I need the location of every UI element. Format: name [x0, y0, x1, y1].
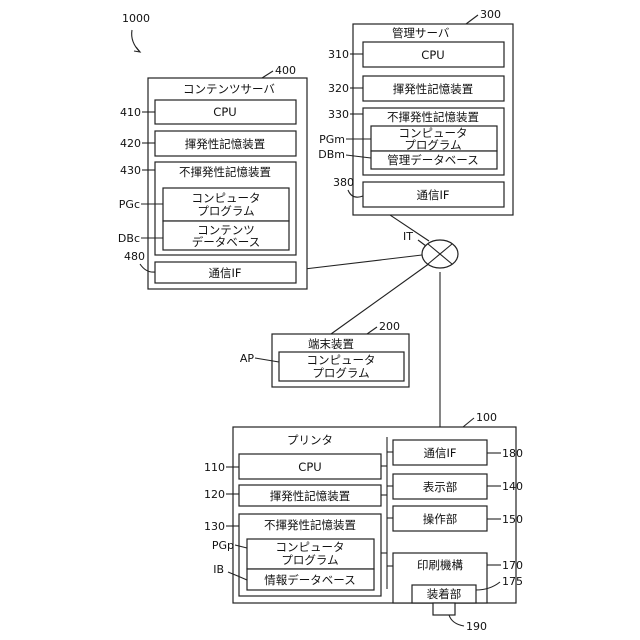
link-content-server	[296, 255, 422, 270]
terminal-title: 端末装置	[308, 337, 354, 351]
management-program-line2: プログラム	[404, 138, 461, 152]
terminal-program-line1: コンピュータ	[307, 353, 376, 367]
network-leader	[418, 240, 426, 246]
printer-database-ref: IB	[213, 563, 224, 576]
management-program-ref: PGm	[319, 133, 345, 146]
management-volatile-ref: 320	[328, 82, 349, 95]
management-comm-if-ref: 380	[333, 176, 354, 189]
system-ref-leader	[132, 30, 140, 52]
network-label: IT	[403, 230, 413, 243]
printer-program-line1: コンピュータ	[276, 540, 345, 554]
content-database-line2: データベース	[192, 235, 260, 249]
management-server-ref: 300	[480, 8, 501, 21]
system-ref: 1000	[122, 12, 150, 25]
content-nonvolatile-label: 不揮発性記憶装置	[179, 165, 271, 179]
content-cpu-label: CPU	[213, 105, 236, 119]
printer-cpu-ref: 110	[204, 461, 225, 474]
content-comm-if-ref: 480	[124, 250, 145, 263]
management-volatile-label: 揮発性記憶装置	[393, 82, 474, 96]
printer-display-ref: 140	[502, 480, 523, 493]
printer-cartridge	[433, 603, 455, 615]
printer-operation-ref: 150	[502, 513, 523, 526]
management-server: 管理サーバ 300 CPU 310 揮発性記憶装置 320 不揮発性記憶装置 3…	[318, 8, 513, 215]
printer-program-line2: プログラム	[281, 553, 338, 567]
printer-cartridge-ref: 190	[466, 620, 487, 633]
content-volatile-label: 揮発性記憶装置	[185, 137, 266, 151]
printer-cpu-label: CPU	[298, 460, 321, 474]
terminal-ref: 200	[379, 320, 400, 333]
management-cpu-label: CPU	[421, 48, 444, 62]
content-program-line1: コンピュータ	[192, 191, 261, 205]
printer-nonvolatile-label: 不揮発性記憶装置	[264, 518, 356, 532]
printer-comm-if-label: 通信IF	[423, 446, 456, 460]
printer-comm-if-ref: 180	[502, 447, 523, 460]
printer-volatile-label: 揮発性記憶装置	[270, 489, 351, 503]
content-server: コンテンツサーバ 400 CPU 410 揮発性記憶装置 420 不揮発性記憶装…	[118, 64, 307, 289]
printer-mount-label: 装着部	[427, 587, 462, 601]
content-server-ref: 400	[275, 64, 296, 77]
printer-nonvolatile-ref: 130	[204, 520, 225, 533]
management-cpu-ref: 310	[328, 48, 349, 61]
content-server-title: コンテンツサーバ	[183, 82, 275, 96]
content-volatile-ref: 420	[120, 137, 141, 150]
network-node	[422, 240, 458, 268]
terminal-program-line2: プログラム	[312, 366, 369, 380]
printer: プリンタ 100 CPU 110 揮発性記憶装置 120 不揮発性記憶装置 13…	[204, 411, 523, 633]
content-nonvolatile-ref: 430	[120, 164, 141, 177]
printer-ref: 100	[476, 411, 497, 424]
printer-display-label: 表示部	[423, 480, 458, 494]
printer-database-label: 情報データベース	[264, 573, 355, 587]
system-ref-arrowhead	[134, 47, 140, 52]
printer-volatile-ref: 120	[204, 488, 225, 501]
management-database-ref: DBm	[318, 148, 345, 161]
printer-title: プリンタ	[287, 433, 333, 447]
printer-mount-ref: 175	[502, 575, 523, 588]
content-program-line2: プログラム	[197, 204, 254, 218]
content-program-ref: PGc	[119, 198, 140, 211]
printer-operation-label: 操作部	[423, 512, 458, 526]
management-nonvolatile-ref: 330	[328, 108, 349, 121]
content-cpu-ref: 410	[120, 106, 141, 119]
management-nonvolatile-label: 不揮発性記憶装置	[387, 110, 479, 124]
printer-print-mech-ref: 170	[502, 559, 523, 572]
management-server-title: 管理サーバ	[392, 26, 450, 40]
terminal-program-ref: AP	[240, 352, 255, 365]
content-database-ref: DBc	[118, 232, 140, 245]
management-database-label: 管理データベース	[387, 153, 478, 167]
printer-program-ref: PGp	[212, 539, 234, 552]
terminal-device: 端末装置 200 コンピュータ プログラム AP	[240, 320, 409, 387]
content-comm-if-label: 通信IF	[208, 266, 241, 280]
printer-print-mech-label: 印刷機構	[417, 558, 463, 572]
management-comm-if-label: 通信IF	[416, 188, 449, 202]
